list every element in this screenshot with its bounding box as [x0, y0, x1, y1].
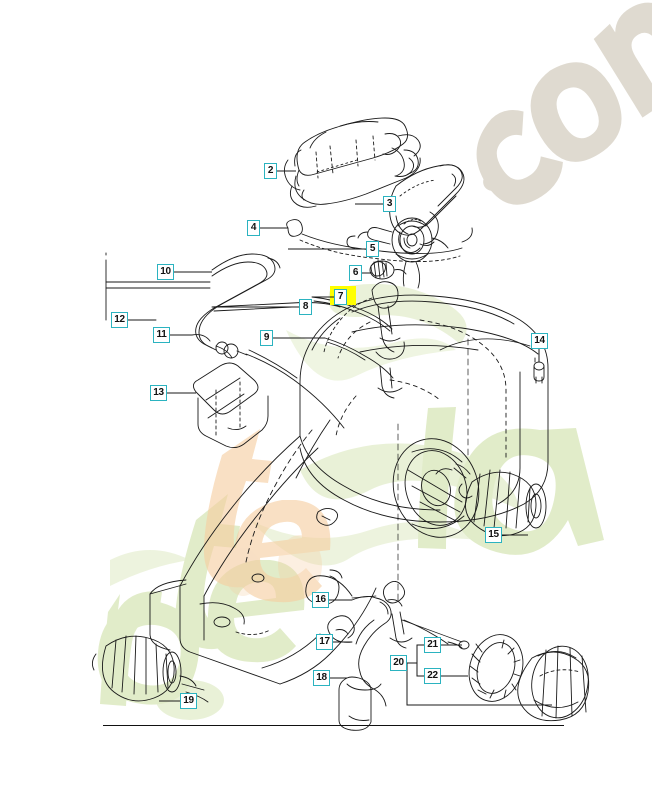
callout-9[interactable]: 9: [260, 330, 273, 346]
callout-17[interactable]: 17: [316, 634, 333, 650]
bracket-segment-2: [416, 663, 424, 677]
callout-3[interactable]: 3: [383, 196, 396, 212]
callout-18[interactable]: 18: [313, 670, 330, 686]
callout-8[interactable]: 8: [299, 299, 312, 315]
bracket-segment-1: [416, 644, 424, 663]
callout-11[interactable]: 11: [153, 327, 170, 343]
callout-16[interactable]: 16: [312, 592, 329, 608]
callout-12[interactable]: 12: [111, 312, 128, 328]
watermark-domain-text: [476, 0, 652, 205]
callout-15[interactable]: 15: [485, 527, 502, 543]
callout-20[interactable]: 20: [390, 655, 407, 671]
part-handle-bracket: [193, 362, 269, 449]
part-front-boot: [91, 635, 209, 703]
part-spark-boot: [435, 463, 547, 537]
part-impulse-hose: [105, 252, 345, 429]
construction-lines: [351, 334, 531, 643]
watermark-letters-green: [97, 283, 604, 720]
callout-14[interactable]: 14: [531, 333, 548, 349]
part-throttle-linkage: [323, 281, 405, 399]
callout-7[interactable]: 7: [334, 289, 347, 305]
callout-10[interactable]: 10: [157, 264, 174, 280]
callout-2[interactable]: 2: [264, 163, 277, 179]
footer-divider: [103, 725, 564, 726]
bracket-segment-3: [406, 663, 552, 706]
part-coil-spring-small: [369, 259, 407, 280]
part-main-chassis: [149, 294, 549, 685]
part-top-cover: [283, 117, 421, 208]
callout-5[interactable]: 5: [366, 241, 379, 257]
part-clutch-drum: [346, 217, 449, 289]
callout-21[interactable]: 21: [424, 637, 441, 653]
watermark-letters-orange: [203, 429, 331, 603]
callout-4[interactable]: 4: [247, 220, 260, 236]
part-fuel-hose-assembly: [305, 569, 403, 731]
callout-13[interactable]: 13: [150, 385, 167, 401]
callout-19[interactable]: 19: [180, 693, 197, 709]
callout-6[interactable]: 6: [349, 265, 362, 281]
callout-22[interactable]: 22: [424, 668, 441, 684]
